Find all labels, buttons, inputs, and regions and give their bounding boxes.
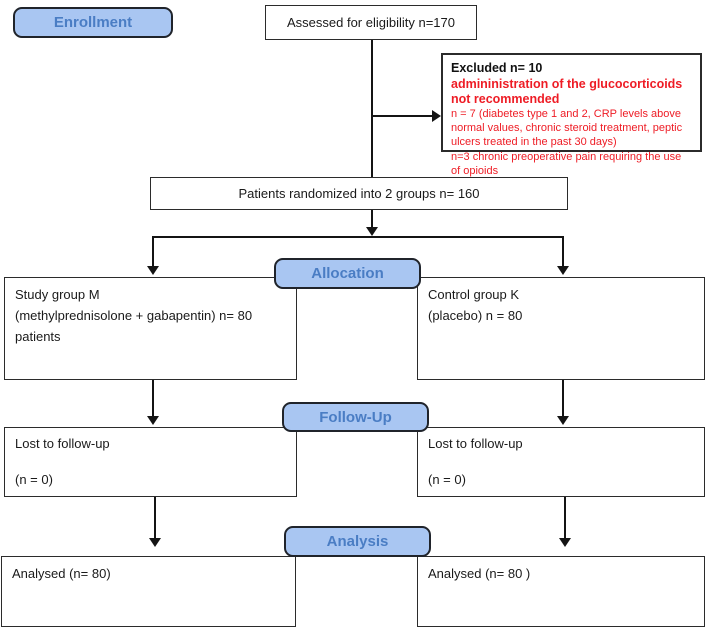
stage-badge-followup: Follow-Up — [282, 402, 429, 432]
stage-badge-analysis: Analysis — [284, 526, 431, 557]
box-lost-left-text: Lost to follow-up (n = 0) — [15, 436, 110, 487]
arrowhead-followup-right — [557, 416, 569, 425]
connector-branch-excluded — [372, 115, 433, 117]
box-control-group-text: Control group K (placebo) n = 80 — [428, 287, 523, 323]
box-analysed-right-text: Analysed (n= 80 ) — [428, 566, 531, 581]
box-excluded: Excluded n= 10 admininistration of the g… — [441, 53, 702, 177]
arrowhead-randomized — [366, 227, 378, 236]
excluded-detail-2: n=3 chronic preoperative pain requiring … — [451, 150, 682, 177]
box-analysed-right: Analysed (n= 80 ) — [417, 556, 705, 627]
connector-randomized-down — [371, 210, 373, 229]
arrowhead-analysis-left — [149, 538, 161, 547]
box-analysed-left: Analysed (n= 80) — [1, 556, 296, 627]
stage-badge-enrollment: Enrollment — [13, 7, 173, 38]
box-analysed-left-text: Analysed (n= 80) — [12, 566, 111, 581]
box-lost-right-text: Lost to follow-up (n = 0) — [428, 436, 523, 487]
arrowhead-analysis-right — [559, 538, 571, 547]
arrowhead-excluded — [432, 110, 441, 122]
box-study-group: Study group M (methylprednisolone + gaba… — [4, 277, 297, 380]
arrowhead-control-group — [557, 266, 569, 275]
connector-to-control-group — [562, 236, 564, 267]
box-assessed-text: Assessed for eligibility n=170 — [286, 14, 455, 30]
arrowhead-study-group — [147, 266, 159, 275]
arrowhead-followup-left — [147, 416, 159, 425]
connector-assessed-to-randomized — [371, 40, 373, 177]
connector-followup-to-analysis-left — [154, 497, 156, 540]
box-lost-followup-right: Lost to follow-up (n = 0) — [417, 427, 705, 497]
connector-distribution — [152, 236, 564, 238]
box-control-group: Control group K (placebo) n = 80 — [417, 277, 705, 380]
box-lost-followup-left: Lost to follow-up (n = 0) — [4, 427, 297, 497]
excluded-detail-1: n = 7 (diabetes type 1 and 2, CRP levels… — [451, 107, 683, 149]
excluded-heading: Excluded n= 10 — [451, 61, 543, 75]
box-randomized: Patients randomized into 2 groups n= 160 — [150, 177, 568, 210]
excluded-subheading: admininistration of the glucocorticoids … — [451, 76, 683, 106]
connector-study-to-followup — [152, 380, 154, 418]
connector-to-study-group — [152, 236, 154, 267]
connector-followup-to-analysis-right — [564, 497, 566, 540]
box-assessed: Assessed for eligibility n=170 — [265, 5, 477, 40]
connector-control-to-followup — [562, 380, 564, 418]
stage-badge-allocation: Allocation — [274, 258, 421, 289]
box-study-group-text: Study group M (methylprednisolone + gaba… — [15, 287, 253, 344]
box-randomized-text: Patients randomized into 2 groups n= 160 — [238, 185, 480, 201]
